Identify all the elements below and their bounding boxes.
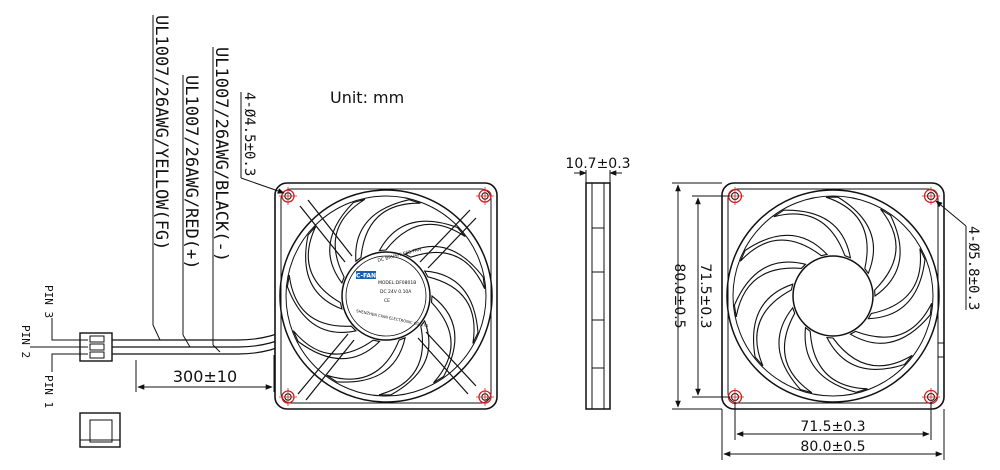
thickness-text: 10.7±0.3 [565,156,630,172]
fan-blade [874,208,901,298]
fan-blade [867,248,926,320]
wire-leaders [152,324,221,353]
wire-label-black: UL1007/26AWG/BLACK(-) [211,47,231,262]
fan-blade [773,209,852,259]
fan-blade [326,336,406,383]
fan-side-view [585,182,611,410]
fan-blade [355,199,421,263]
hole-small-text: 4-Ø4.5±0.3 [241,92,257,176]
hub-brand: C-FAN [356,273,376,280]
wire-label-yellow: UL1007/26AWG/YELLOW(FG) [151,15,171,250]
outer-left-dimension: 80.0±0.5 [671,182,722,410]
pin2-label: PIN 2 [19,325,32,358]
fan-blade [739,234,829,262]
fan-blade [378,220,466,252]
fan-blade [804,326,868,393]
outer-left-text: 80.0±0.5 [671,263,687,328]
fan-blade [826,336,913,370]
pin1-label: PIN 1 [42,375,55,408]
fan-rear-view [721,182,945,410]
pin-labels: PIN 3 PIN 2 PIN 1 [19,285,88,408]
pitch-left-text: 71.5±0.3 [697,263,713,328]
fan-blade [423,270,479,344]
wire-label-red: UL1007/26AWG/RED(+) [181,75,201,269]
hub-line3: DC 24V 0.10A [380,289,412,295]
pitch-bottom-text: 71.5±0.3 [800,419,865,435]
fan-blade [753,283,794,367]
fan-blade [292,330,381,360]
unit-label: Unit: mm [330,88,404,107]
wire-length-text: 300±10 [173,367,237,386]
fan-front-view: C-FAN DC BRUSHLESS FAN MODEL:DF0801B DC … [274,182,498,410]
fan-blade [733,261,807,317]
fan-blade [430,294,456,384]
fan-blade [329,198,366,285]
fan-blade [849,302,933,344]
fan-blade [286,275,358,333]
hub-line4: CE [384,298,390,304]
hole-small-callout: 4-Ø4.5±0.3 [240,92,285,194]
fan-blade [403,245,486,290]
outer-bottom-text: 80.0±0.5 [800,439,865,455]
pitch-left-dimension: 71.5±0.3 [692,195,730,398]
fan-blade [825,196,875,275]
fan-blade [778,306,813,394]
thickness-dimension: 10.7±0.3 [565,156,631,183]
mounting-holes-front [279,187,494,406]
wire-bundle [112,329,291,355]
hole-large-text: 4-Ø5.8±0.3 [965,226,981,310]
connector-front [79,412,121,448]
hub-line2: MODEL:DF0801B [378,280,416,286]
wire-labels: UL1007/26AWG/YELLOW(FG) UL1007/26AWG/RED… [151,15,231,345]
pitch-bottom-dimension: 71.5±0.3 [734,402,932,440]
wire-length-dimension: 300±10 [135,355,275,392]
hole-large-callout: 4-Ø5.8±0.3 [935,200,981,310]
pin3-label: PIN 3 [42,285,55,318]
connector-side [79,332,113,362]
outer-bottom-dimension: 80.0±0.5 [721,409,945,460]
